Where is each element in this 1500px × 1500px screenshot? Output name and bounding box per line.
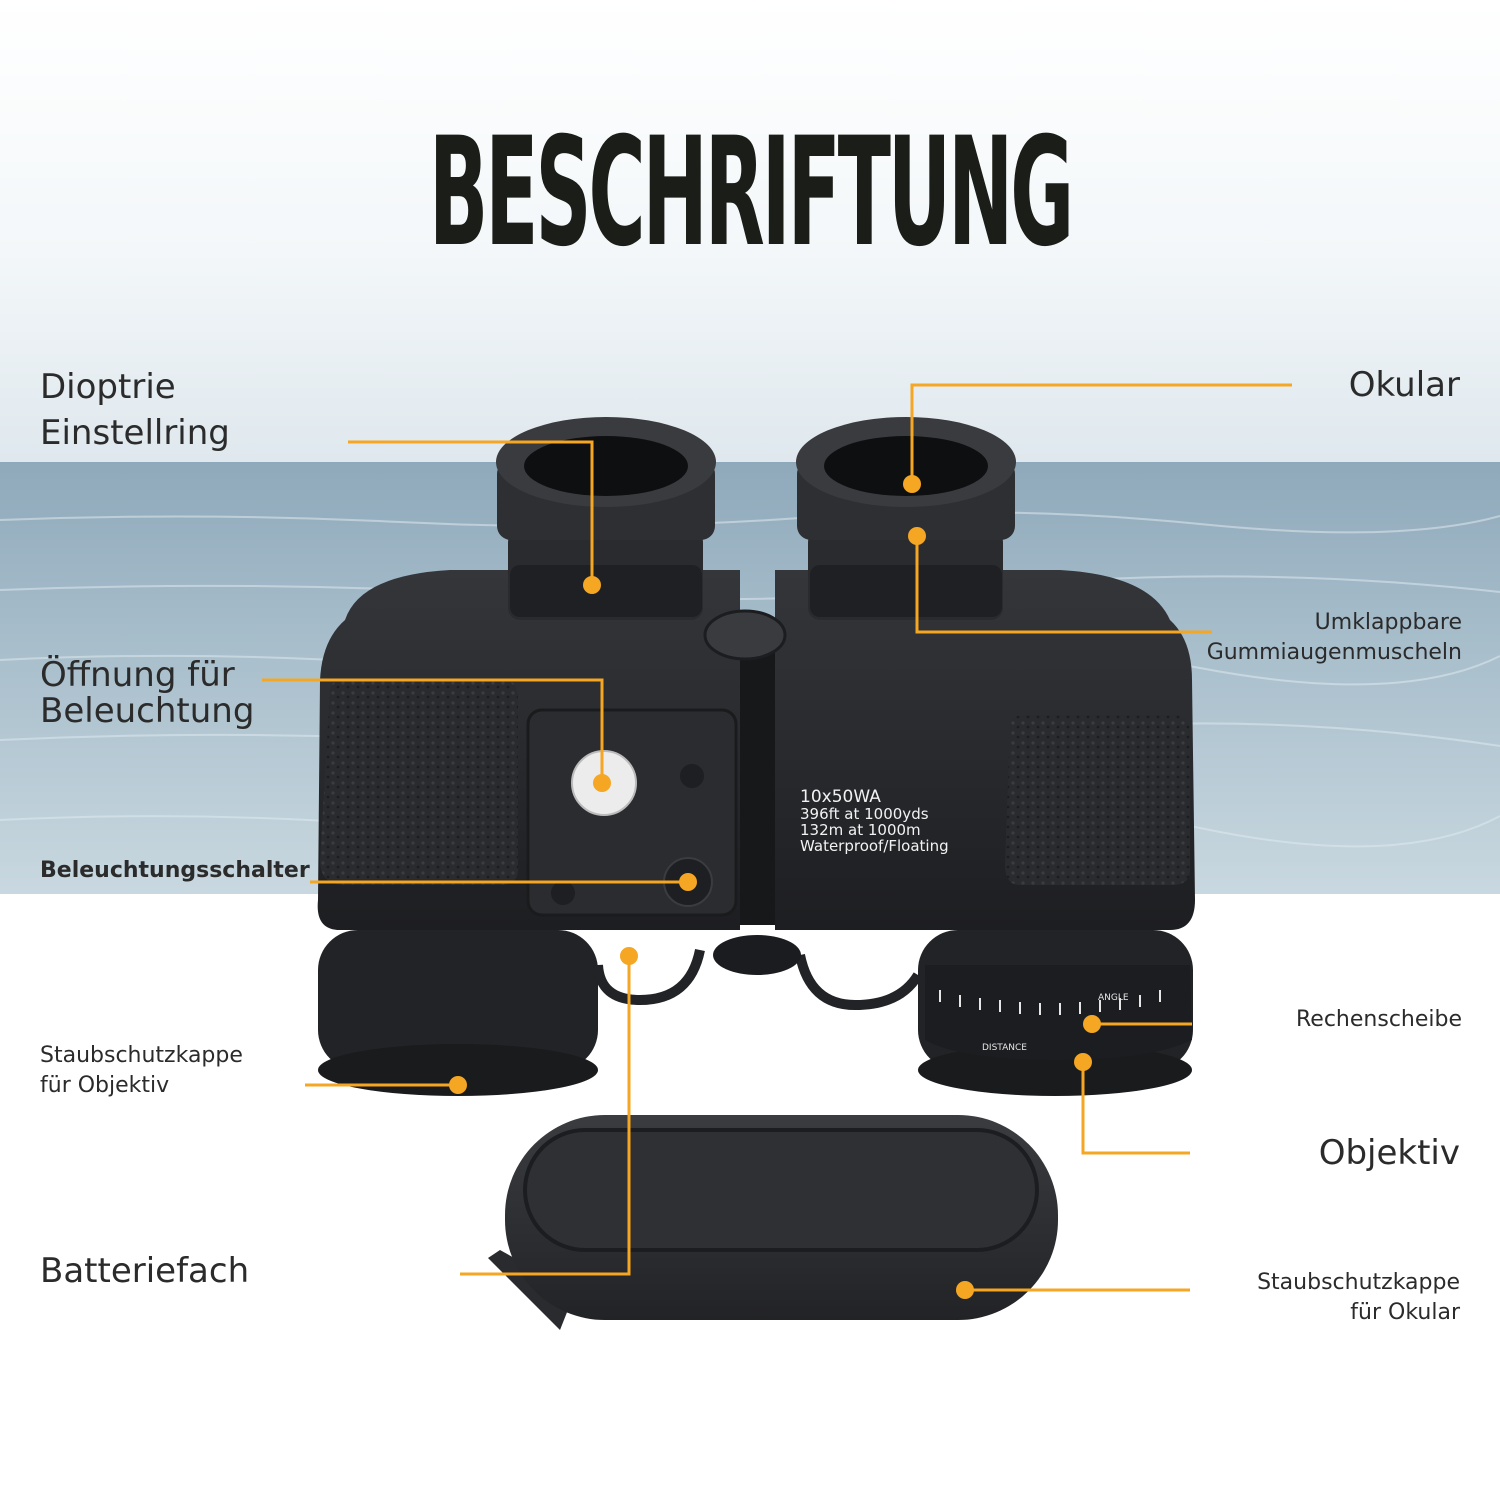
- label-schalter: Beleuchtungsschalter: [40, 858, 310, 883]
- label-objektiv: Objektiv: [1318, 1133, 1460, 1173]
- label-augenmuscheln: Umklappbare Gummiaugenmuscheln: [1207, 608, 1462, 668]
- dot-dioptrie: [583, 576, 601, 594]
- rangefinder-dial: [925, 965, 1192, 1060]
- dot-augenmuscheln: [908, 527, 926, 545]
- label-staub-objektiv: Staubschutzkappe für Objektiv: [40, 1041, 243, 1101]
- dot-staub-objektiv: [449, 1076, 467, 1094]
- dot-rechenscheibe: [1083, 1015, 1101, 1033]
- leader-okular: [910, 383, 1292, 484]
- left-eyepiece: [496, 417, 716, 620]
- label-dioptrie-line1: Dioptrie: [40, 367, 176, 407]
- dot-staub-okular: [956, 1281, 974, 1299]
- dial-ticks: [939, 990, 1161, 1015]
- left-grip: [320, 680, 518, 885]
- spec-waterproof: Waterproof/Floating: [800, 837, 949, 855]
- label-dioptrie: Dioptrie Einstellring: [40, 364, 230, 456]
- strap-loop-left: [593, 948, 705, 1006]
- right-grip: [1005, 715, 1190, 885]
- label-staub-objektiv-line1: Staubschutzkappe: [40, 1043, 243, 1068]
- binocular-body: [317, 570, 1195, 930]
- label-oeffnung-line2: Beleuchtung: [40, 691, 255, 731]
- plate-button-left: [551, 881, 575, 905]
- right-eyepiece: [796, 417, 1016, 620]
- label-augenmuscheln-line1: Umklappbare: [1314, 610, 1462, 635]
- spec-fov-yds: 396ft at 1000yds: [800, 805, 929, 823]
- label-okular: Okular: [1348, 365, 1460, 405]
- leader-oeffnung: [262, 678, 604, 783]
- label-staub-okular-line2: für Okular: [1350, 1300, 1460, 1325]
- focus-wheel: [703, 609, 787, 661]
- eyepiece-dust-cap: [488, 1115, 1058, 1330]
- label-oeffnung-line1: Öffnung für: [40, 655, 235, 695]
- focus-hub: [713, 935, 801, 975]
- leader-batterie: [460, 956, 631, 1276]
- spec-model: 10x50WA: [800, 787, 881, 807]
- leader-augenmuscheln: [915, 536, 1212, 634]
- dot-batterie: [620, 947, 638, 965]
- page-title: BESCHRIFTUNG: [428, 106, 1074, 280]
- spec-fov-m: 132m at 1000m: [800, 821, 921, 839]
- dial-distance-label: DISTANCE: [982, 1043, 1027, 1053]
- label-staub-objektiv-line2: für Objektiv: [40, 1073, 170, 1098]
- label-augenmuscheln-line2: Gummiaugenmuscheln: [1206, 640, 1462, 665]
- dot-objektiv: [1074, 1053, 1092, 1071]
- spec-print: 10x50WA 396ft at 1000yds 132m at 1000m W…: [800, 787, 949, 855]
- plate-button-small: [680, 764, 704, 788]
- label-dioptrie-line2: Einstellring: [40, 413, 230, 453]
- label-batterie: Batteriefach: [40, 1251, 250, 1291]
- dot-okular: [903, 475, 921, 493]
- label-rechenscheibe: Rechenscheibe: [1296, 1007, 1462, 1032]
- leader-dioptrie: [348, 440, 594, 585]
- strap-loop-right: [795, 953, 923, 1011]
- dial-angle-label: ANGLE: [1098, 993, 1129, 1003]
- label-staub-okular: Staubschutzkappe für Okular: [1257, 1268, 1460, 1328]
- left-objective-barrel: [318, 930, 598, 1096]
- label-staub-okular-line1: Staubschutzkappe: [1257, 1270, 1460, 1295]
- leader-objektiv: [1081, 1062, 1190, 1155]
- dot-oeffnung: [593, 774, 611, 792]
- dot-schalter: [679, 873, 697, 891]
- label-beleuchtung-oeffnung: Öffnung für Beleuchtung: [40, 657, 254, 729]
